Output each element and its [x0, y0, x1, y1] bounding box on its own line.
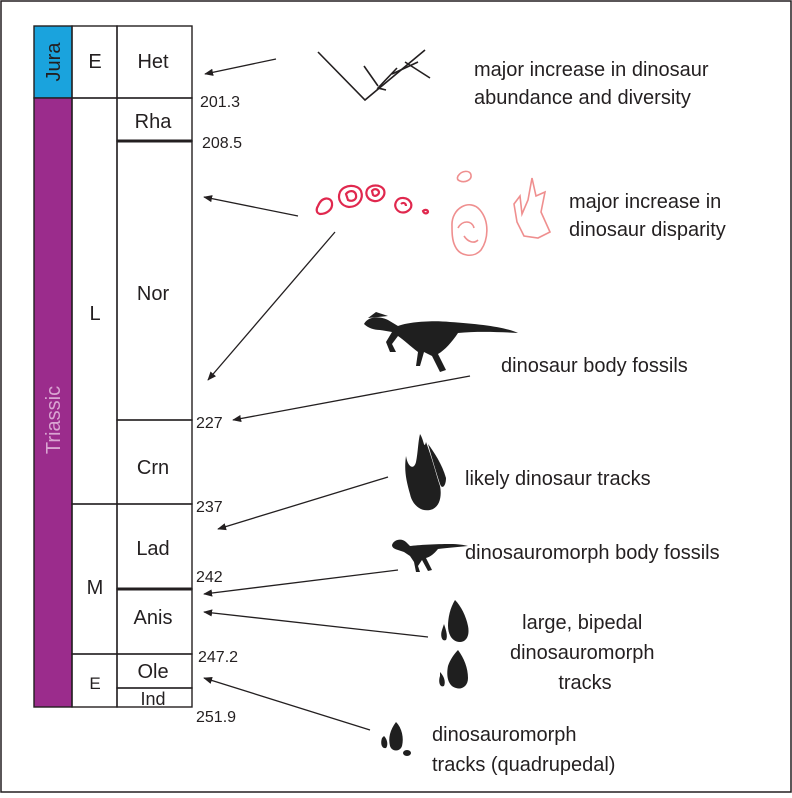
arrow-disparity	[204, 197, 298, 216]
age-label-237: 237	[196, 499, 223, 516]
epoch-label-late-triassic: L	[89, 303, 100, 325]
event-likely-tracks: likely dinosaur tracks	[465, 468, 651, 490]
stage-label-crn: Crn	[137, 457, 169, 479]
stage-label-lad: Lad	[136, 538, 169, 560]
arrow-likely-tracks	[218, 477, 388, 529]
stage-label-het: Het	[137, 51, 169, 73]
period-label-triassic: Triassic	[43, 386, 65, 454]
period-label-jurassic: Jura	[43, 42, 65, 82]
epoch-label-early-jurassic: E	[88, 51, 101, 73]
age-label-201: 201.3	[200, 94, 240, 111]
epoch-label-early-triassic: E	[89, 674, 100, 693]
arrow-abundance	[205, 59, 276, 74]
track-silhouette-icon	[405, 434, 446, 510]
phylogeny-tree-icon	[318, 50, 430, 100]
stage-label-anis: Anis	[134, 607, 173, 629]
arrow-bipedal-tracks	[204, 612, 428, 637]
event-quadrupedal-tracks: dinosauromorph tracks (quadrupedal)	[432, 724, 615, 776]
dinosaur-silhouette-icon	[364, 312, 518, 372]
event-bipedal-tracks: large, bipedal dinosauromorph tracks	[510, 612, 660, 694]
age-label-208: 208.5	[202, 135, 242, 152]
age-label-251: 251.9	[196, 709, 236, 726]
epoch-box-late-triassic	[72, 98, 117, 504]
age-label-227: 227	[196, 415, 223, 432]
stage-label-ole: Ole	[137, 661, 168, 683]
event-abundance: major increase in dinosaur abundance and…	[474, 59, 714, 109]
footprint-outline-icons	[317, 171, 550, 255]
age-label-247: 247.2	[198, 649, 238, 666]
epoch-label-middle-triassic: M	[87, 577, 104, 599]
event-dinomorph-fossils: dinosauromorph body fossils	[465, 542, 720, 564]
stage-label-nor: Nor	[137, 283, 170, 305]
arrow-disparity-nor	[208, 232, 335, 380]
track-silhouette-icon	[439, 600, 468, 689]
event-disparity: major increase in dinosaur disparity	[569, 191, 727, 241]
event-body-fossils: dinosaur body fossils	[501, 355, 688, 377]
arrow-body-fossils	[233, 376, 470, 420]
age-label-242: 242	[196, 569, 223, 586]
dinosaur-silhouette-icon	[392, 540, 468, 572]
stage-label-ind: Ind	[140, 689, 165, 709]
stage-label-rha: Rha	[135, 111, 173, 133]
stage-box-nor	[117, 141, 192, 420]
track-silhouette-icon	[381, 722, 411, 756]
arrow-dinomorph-fossils	[204, 570, 398, 594]
